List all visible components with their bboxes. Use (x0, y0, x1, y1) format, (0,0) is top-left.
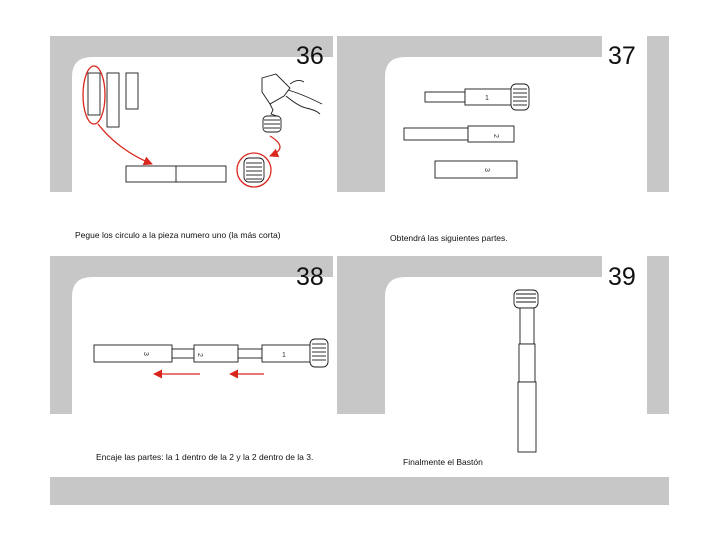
label-38-part-three: 3 (142, 352, 149, 356)
step-37-drawing (403, 83, 530, 179)
part-one (424, 83, 530, 111)
step-36-red-marks (82, 65, 281, 188)
rod-section-three (93, 344, 173, 363)
piece-one-flat (87, 72, 101, 116)
glue-bottle-icon (261, 73, 323, 117)
baston-lower (517, 381, 537, 453)
frame-37-right (647, 36, 669, 192)
frame-36 (50, 36, 333, 192)
ribbed-ball-attached (243, 157, 265, 183)
red-arrow-down (97, 123, 153, 166)
caption-38: Encaje las partes: la 1 dentro de la 2 y… (96, 452, 314, 462)
baston-upper (519, 307, 535, 345)
step-number-39: 39 (608, 263, 636, 291)
label-38-part-one: 1 (282, 352, 286, 359)
step-number-37: 37 (608, 42, 636, 70)
highlight-circle-ball (236, 152, 272, 188)
step-38-drawing (93, 338, 329, 368)
label-37-part-two: 2 (492, 134, 499, 138)
label-38-part-two: 2 (196, 353, 203, 357)
frame-39-right (647, 256, 669, 414)
ribbed-ball-small (262, 115, 282, 133)
ribbed-ball-assembled (309, 338, 329, 368)
step-number-38: 38 (296, 263, 324, 291)
frame-39 (337, 256, 602, 414)
label-37-part-three: 3 (483, 168, 490, 172)
panel-frames (50, 36, 669, 505)
red-arrow-curve (269, 135, 281, 158)
part-two (403, 125, 515, 143)
step-number-36: 36 (296, 42, 324, 70)
ribbed-ball-part-one (510, 83, 530, 111)
caption-37: Obtendrá las siguientes partes. (390, 233, 508, 243)
ribbed-ball-top (513, 289, 539, 309)
caption-36: Pegue los circulo a la pieza numero uno … (75, 230, 281, 240)
rod-section-one (261, 344, 311, 363)
piece-two-flat (106, 72, 120, 128)
frame-38 (50, 256, 333, 414)
piece-three-flat (125, 72, 139, 110)
caption-39: Finalmente el Bastón (403, 457, 483, 467)
baston-middle (518, 343, 536, 383)
step-39-drawing (513, 289, 539, 453)
frame-37 (337, 36, 602, 192)
bottom-band (50, 477, 669, 505)
highlight-ellipse-piece (82, 65, 106, 125)
step-36-drawing (87, 72, 323, 183)
label-37-part-one: 1 (485, 95, 489, 102)
part-three (434, 160, 518, 179)
